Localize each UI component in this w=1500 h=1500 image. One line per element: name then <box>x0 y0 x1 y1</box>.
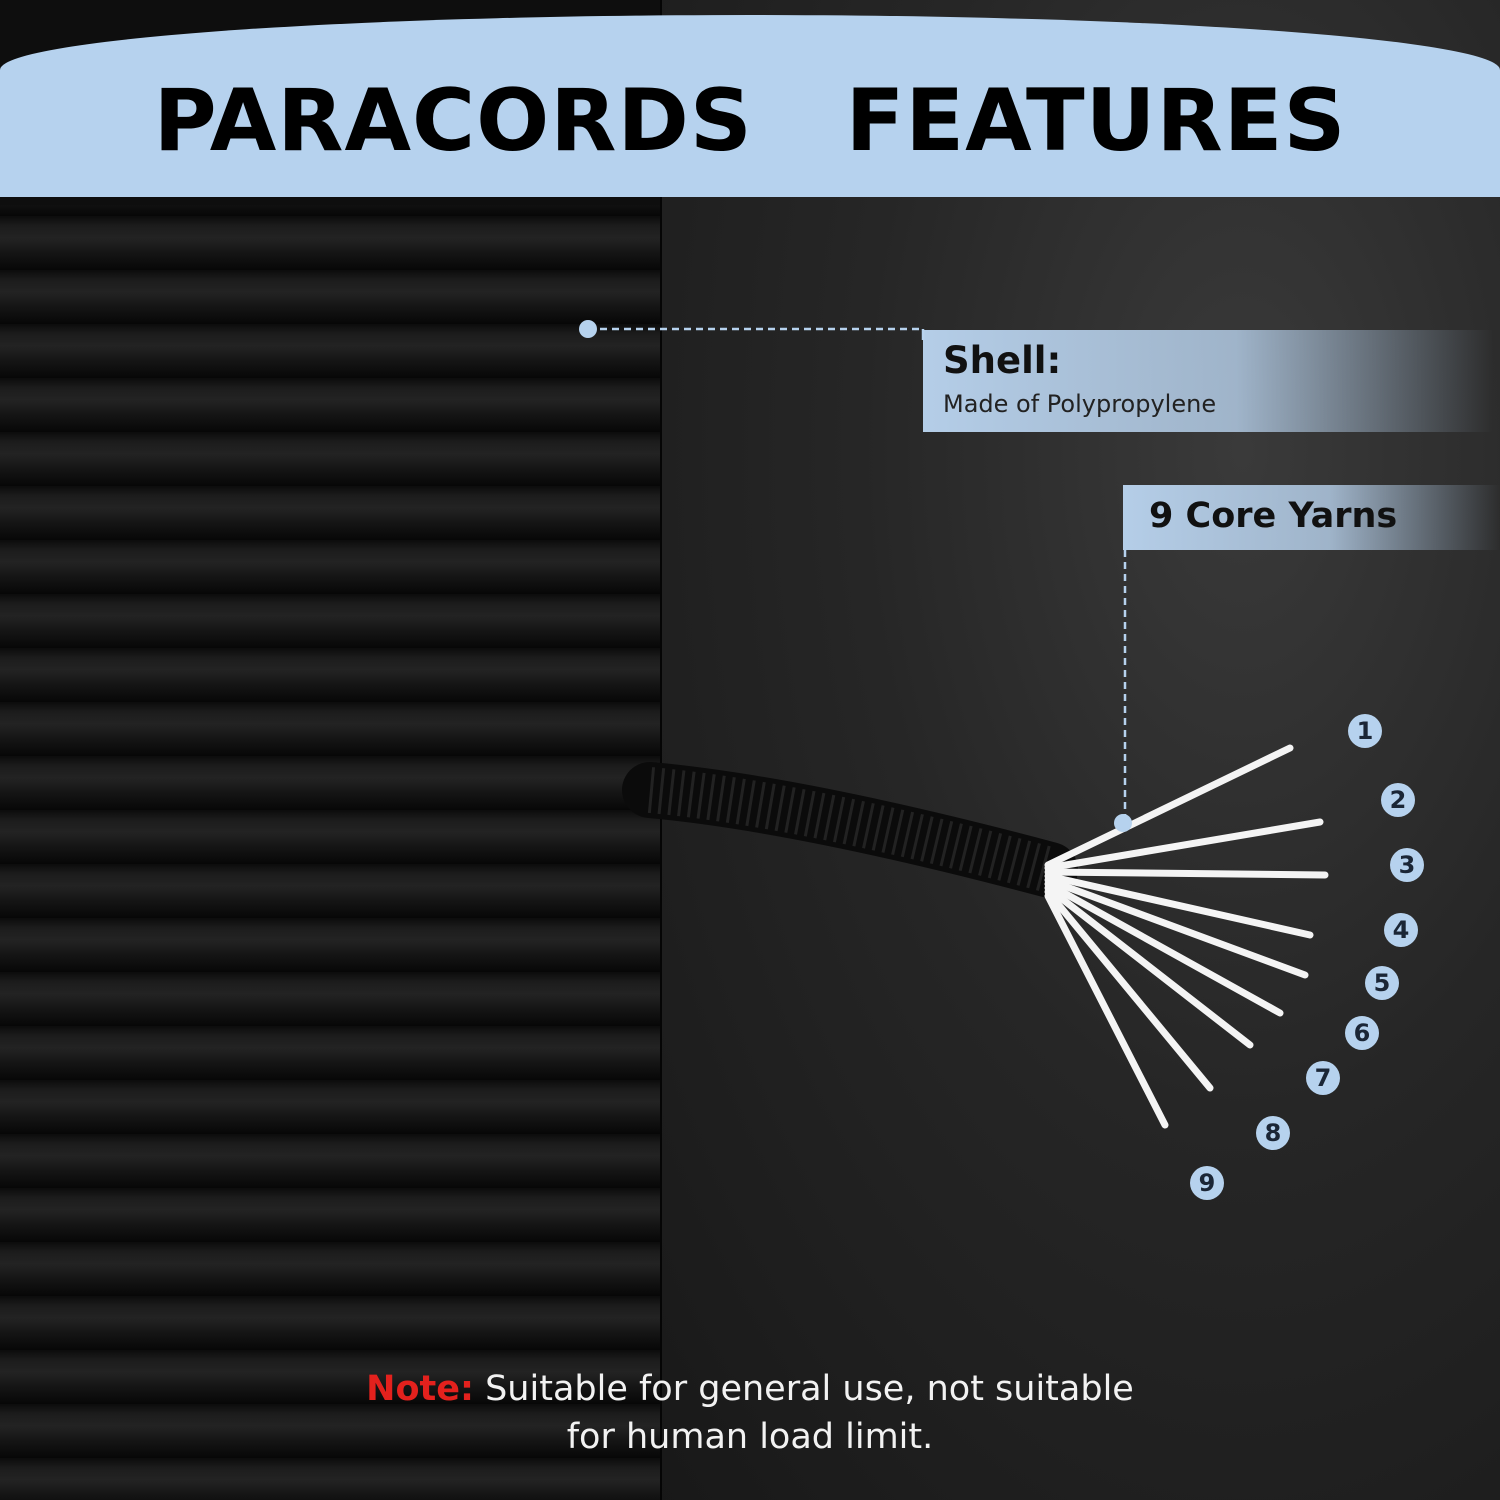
header-banner <box>0 15 1500 197</box>
yarn-1 <box>1044 744 1294 869</box>
yarn-number-badge: 7 <box>1306 1061 1340 1095</box>
core-callout: 9 Core Yarns <box>1123 485 1500 550</box>
note-label: Note: <box>366 1369 474 1409</box>
yarn-number-badge: 5 <box>1365 966 1399 1000</box>
yarn-number-badge: 3 <box>1390 848 1424 882</box>
yarn-6 <box>1044 880 1284 1017</box>
textured-background <box>640 0 1500 1500</box>
yarn-number-badge: 8 <box>1256 1116 1290 1150</box>
circle-dot-icon <box>579 320 597 338</box>
yarn-number-badge: 1 <box>1348 714 1382 748</box>
yarn-number-badge: 4 <box>1384 913 1418 947</box>
yarn-2 <box>1044 818 1324 872</box>
note-line-1: Note: Suitable for general use, not suit… <box>250 1365 1250 1413</box>
shell-callout: Shell: Made of Polypropylene <box>923 330 1493 432</box>
page-title: PARACORDS FEATURES <box>153 71 1347 171</box>
yarn-number-badge: 2 <box>1381 783 1415 817</box>
yarn-9 <box>1044 892 1169 1129</box>
yarn-5 <box>1044 876 1309 979</box>
note-line-2: for human load limit. <box>566 1417 934 1457</box>
loose-cord <box>622 762 1078 898</box>
yarn-number-badge: 6 <box>1345 1016 1379 1050</box>
core-title: 9 Core Yarns <box>1149 496 1398 536</box>
core-yarns <box>1044 744 1329 1129</box>
yarn-number-badge: 9 <box>1190 1166 1224 1200</box>
circle-dot-icon <box>1114 814 1132 832</box>
note-text-1: Suitable for general use, not suitable <box>473 1369 1134 1409</box>
yarn-8 <box>1044 888 1214 1092</box>
shell-description: Made of Polypropylene <box>943 390 1217 418</box>
shell-title: Shell: <box>943 339 1062 382</box>
yarn-3 <box>1044 868 1329 879</box>
yarn-4 <box>1044 872 1314 939</box>
usage-note: Note: Suitable for general use, not suit… <box>250 1365 1250 1461</box>
yarn-7 <box>1044 884 1254 1049</box>
paracord-spool <box>0 0 662 1500</box>
